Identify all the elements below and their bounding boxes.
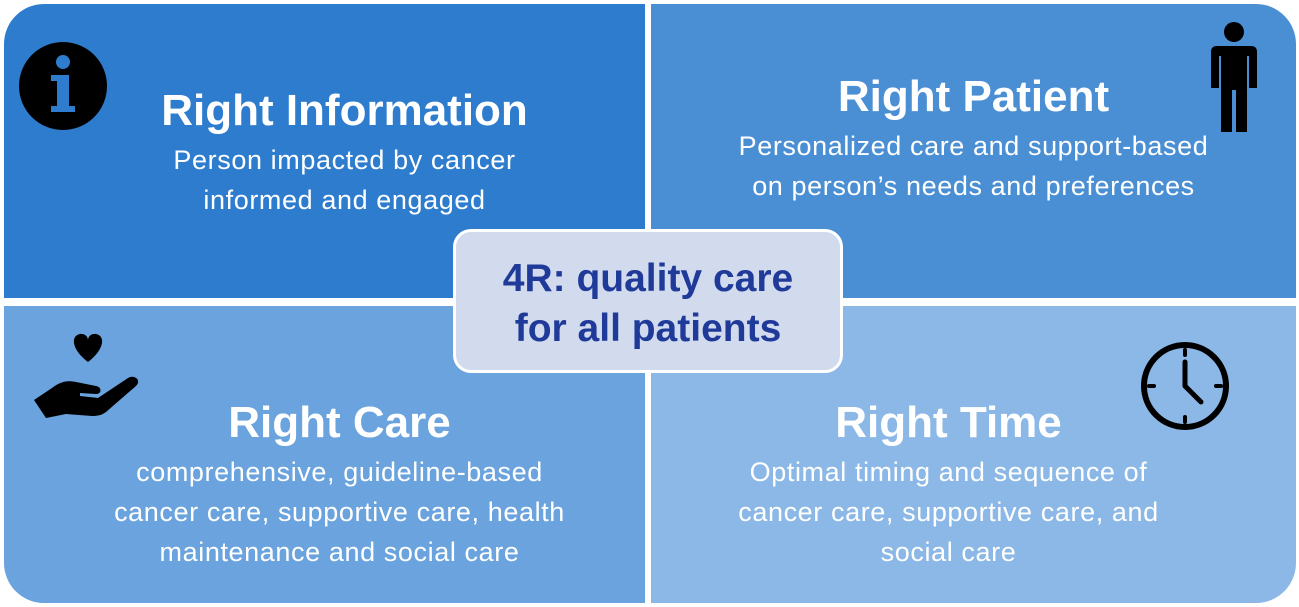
quadrant-description: Personalized care and support-based on p… [651,126,1296,206]
quadrant-right-patient: Right Patient Personalized care and supp… [651,4,1296,298]
heart-hand-icon [34,333,139,418]
clock-icon [1141,342,1229,430]
description-line: Optimal timing and sequence of [749,457,1148,487]
center-label: 4R: quality care for all patients [453,229,843,373]
description-line: Personalized care and support-based [738,131,1209,161]
quadrant-title: Right Information [161,86,528,135]
center-label-line: 4R: quality care [502,257,794,300]
description-line: informed and engaged [203,185,486,215]
quadrant-right-information: Right Information Person impacted by can… [4,4,645,298]
description-line: Person impacted by cancer [173,145,516,175]
description-line: maintenance and social care [159,537,520,567]
person-icon [1211,22,1257,132]
quadrant-description: Person impacted by cancer informed and e… [64,140,625,220]
description-line: on person’s needs and preferences [752,171,1195,201]
description-line: cancer care, supportive care, and [738,497,1159,527]
description-line: cancer care, supportive care, health [114,497,565,527]
quadrant-title: Right Time [835,398,1062,447]
center-label-line: for all patients [514,307,782,350]
quadrant-title: Right Care [228,398,451,447]
info-icon [19,42,107,130]
quadrant-title: Right Patient [837,72,1110,121]
quadrant-description: comprehensive, guideline-based cancer ca… [34,452,645,572]
quadrant-right-care: Right Care comprehensive, guideline-base… [4,306,645,603]
quadrant-description: Optimal timing and sequence of cancer ca… [651,452,1246,572]
description-line: comprehensive, guideline-based [136,457,543,487]
description-line: social care [880,537,1017,567]
